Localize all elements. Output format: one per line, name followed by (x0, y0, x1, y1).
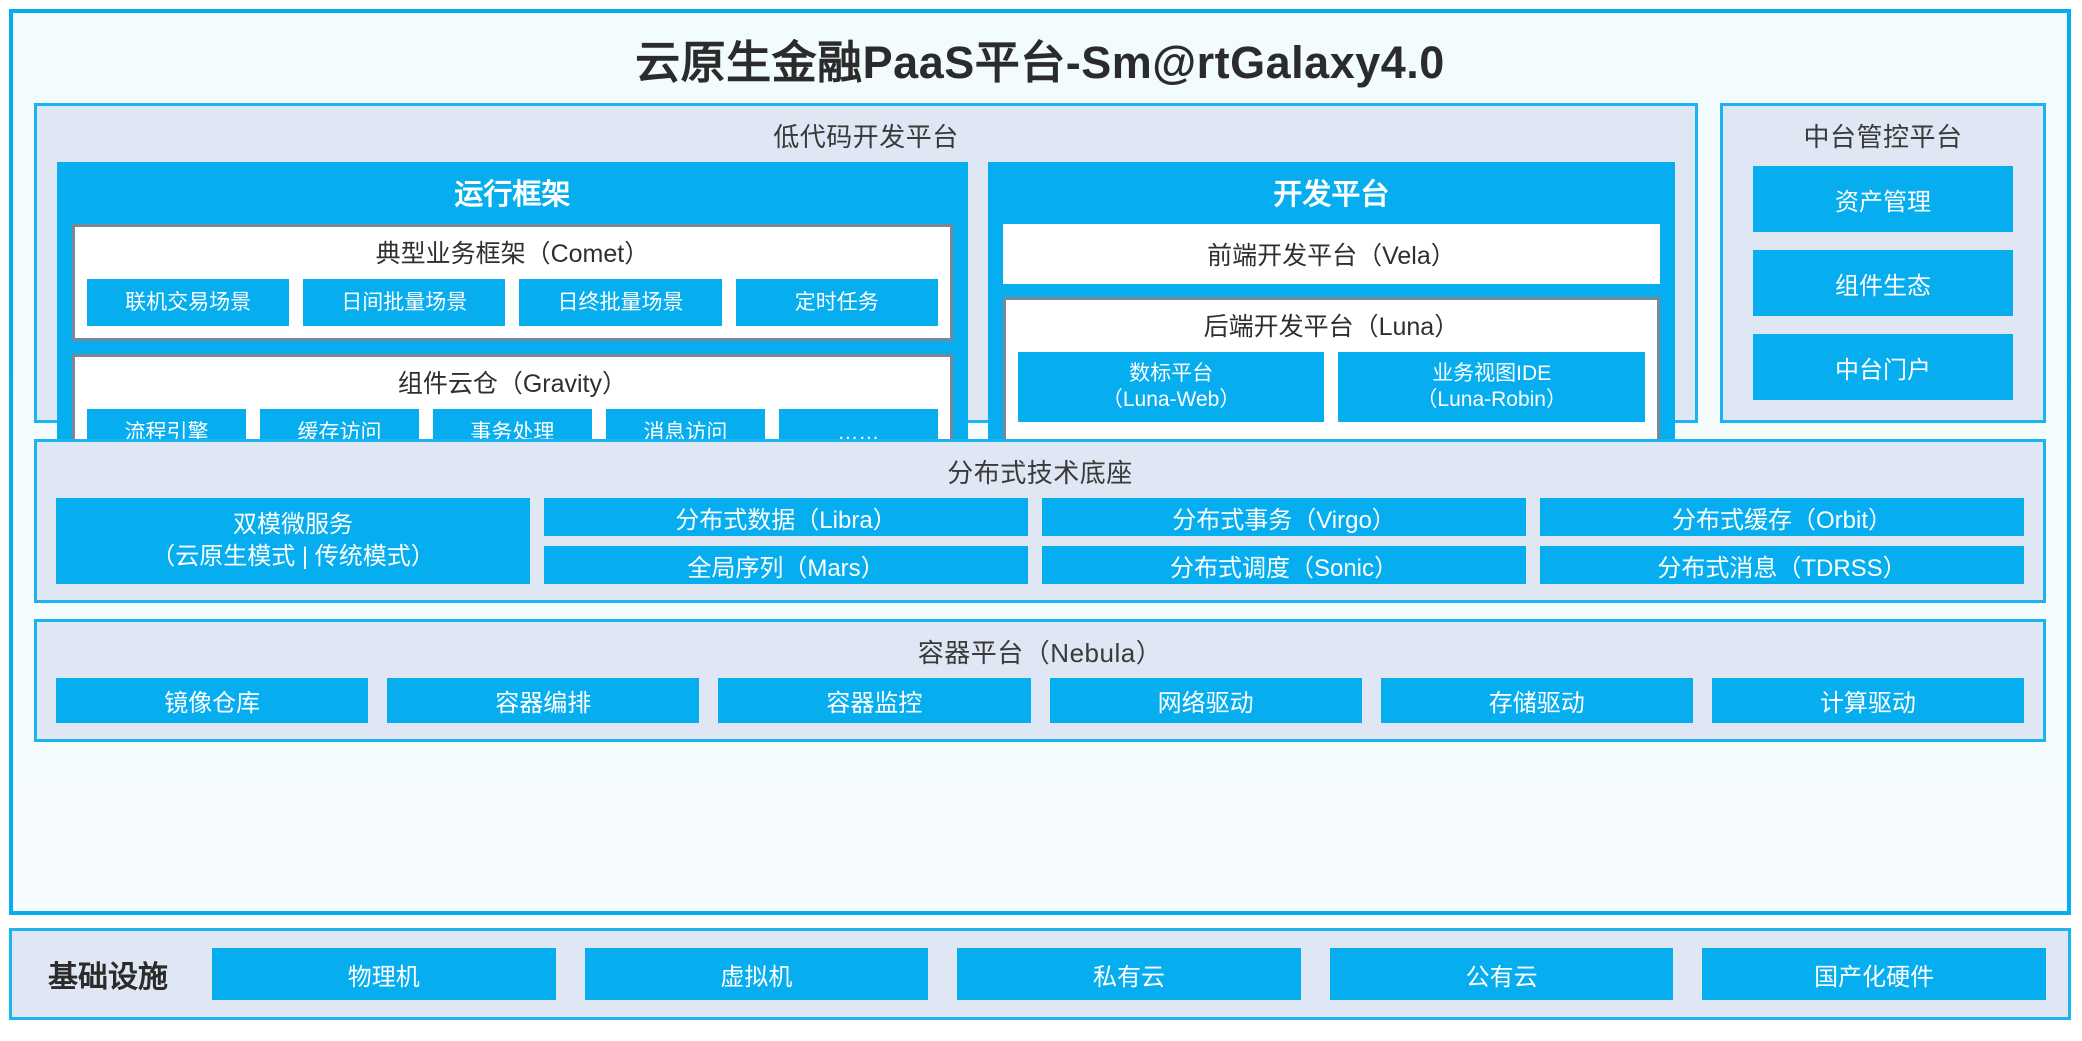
infrastructure-label: 基础设施 (48, 961, 168, 994)
comet-item[interactable]: 日终批量场景 (519, 279, 722, 326)
top-region: 低代码开发平台 运行框架 典型业务框架（Comet） 联机交易场景 日间批量场景 (34, 103, 2046, 486)
luna-item-web[interactable]: 数标平台 （Luna-Web） (1017, 352, 1325, 422)
container-item-storage-driver[interactable]: 存储驱动 (1380, 678, 1693, 723)
management-item-component[interactable]: 组件生态 (1753, 250, 2013, 316)
platform-main-box: 云原生金融PaaS平台-Sm@rtGalaxy4.0 低代码开发平台 运行框架 … (9, 9, 2071, 915)
comet-item[interactable]: 联机交易场景 (87, 279, 290, 326)
comet-item[interactable]: 日间批量场景 (303, 279, 506, 326)
runtime-framework-groups: 典型业务框架（Comet） 联机交易场景 日间批量场景 日终批量场景 定时任务 … (72, 224, 953, 471)
tech-cell-libra[interactable]: 分布式数据（Libra） (544, 498, 1028, 536)
lowcode-platform-body: 运行框架 典型业务框架（Comet） 联机交易场景 日间批量场景 日终批量场景 … (37, 162, 1695, 504)
tech-column-3: 分布式缓存（Orbit） 分布式消息（TDRSS） (1540, 498, 2024, 584)
comet-item-row: 联机交易场景 日间批量场景 日终批量场景 定时任务 (87, 279, 938, 326)
lowcode-platform-title: 低代码开发平台 (773, 122, 959, 152)
tech-base-title: 分布式技术底座 (947, 458, 1133, 488)
luna-item-row: 数标平台 （Luna-Web） 业务视图IDE （Luna-Robin） (1017, 352, 1645, 422)
runtime-framework-title: 运行框架 (454, 179, 571, 211)
development-platform-title: 开发平台 (1273, 179, 1390, 211)
luna-item-web-code: （Luna-Web） (1101, 388, 1241, 411)
dual-mode-line1: 双模微服务 (233, 510, 353, 538)
tech-cell-tdrss[interactable]: 分布式消息（TDRSS） (1540, 546, 2024, 584)
infrastructure-item-virtual[interactable]: 虚拟机 (584, 948, 929, 1000)
tech-column-1: 分布式数据（Libra） 全局序列（Mars） (544, 498, 1028, 584)
infrastructure-item-public-cloud[interactable]: 公有云 (1329, 948, 1674, 1000)
development-platform-card: 开发平台 前端开发平台（Vela） 后端开发平台（Luna） 数标平台 （Lun… (987, 162, 1675, 486)
luna-item-web-name: 数标平台 (1129, 361, 1214, 385)
container-platform-title: 容器平台（Nebula） (917, 638, 1163, 668)
management-item-portal[interactable]: 中台门户 (1753, 334, 2013, 400)
container-item-network-driver[interactable]: 网络驱动 (1049, 678, 1362, 723)
management-platform-items: 资产管理 组件生态 中台门户 (1723, 162, 2043, 420)
page-title: 云原生金融PaaS平台-Sm@rtGalaxy4.0 (635, 36, 1445, 88)
tech-base-panel: 分布式技术底座 双模微服务 （云原生模式 | 传统模式） 分布式数据（Libra… (34, 439, 2046, 603)
frontend-platform-vela[interactable]: 前端开发平台（Vela） (1002, 224, 1660, 284)
luna-item-robin-name: 业务视图IDE (1432, 361, 1552, 385)
luna-title: 后端开发平台（Luna） (1203, 313, 1460, 341)
gravity-title: 组件云仓（Gravity） (397, 370, 627, 398)
infrastructure-bar: 基础设施 物理机 虚拟机 私有云 公有云 国产化硬件 (9, 928, 2071, 1020)
lowcode-platform-panel: 低代码开发平台 运行框架 典型业务框架（Comet） 联机交易场景 日间批量场景 (34, 103, 1698, 486)
infrastructure-item-physical[interactable]: 物理机 (212, 948, 556, 1000)
infrastructure-item-domestic-hardware[interactable]: 国产化硬件 (1702, 948, 2046, 1000)
dual-mode-line2: （云原生模式 | 传统模式） (151, 543, 435, 570)
tech-base-body: 双模微服务 （云原生模式 | 传统模式） 分布式数据（Libra） 全局序列（M… (37, 498, 2043, 600)
container-item-monitoring[interactable]: 容器监控 (718, 678, 1031, 723)
container-platform-items: 镜像仓库 容器编排 容器监控 网络驱动 存储驱动 计算驱动 (37, 678, 2043, 739)
tech-cell-orbit[interactable]: 分布式缓存（Orbit） (1540, 498, 2024, 536)
infrastructure-item-private-cloud[interactable]: 私有云 (957, 948, 1301, 1000)
luna-item-robin[interactable]: 业务视图IDE （Luna-Robin） (1338, 352, 1645, 422)
tech-cell-virgo[interactable]: 分布式事务（Virgo） (1042, 498, 1526, 536)
tech-cell-sonic[interactable]: 分布式调度（Sonic） (1042, 546, 1526, 584)
container-item-compute-driver[interactable]: 计算驱动 (1711, 678, 2025, 723)
management-platform-panel: 中台管控平台 资产管理 组件生态 中台门户 (1720, 103, 2046, 423)
comet-group: 典型业务框架（Comet） 联机交易场景 日间批量场景 日终批量场景 定时任务 (72, 224, 953, 341)
container-item-orchestration[interactable]: 容器编排 (387, 678, 700, 723)
tech-column-2: 分布式事务（Virgo） 分布式调度（Sonic） (1042, 498, 1526, 584)
comet-item[interactable]: 定时任务 (735, 279, 938, 326)
container-platform-panel: 容器平台（Nebula） 镜像仓库 容器编排 容器监控 网络驱动 存储驱动 计算… (34, 619, 2046, 742)
dual-mode-microservice[interactable]: 双模微服务 （云原生模式 | 传统模式） (56, 498, 530, 584)
management-item-asset[interactable]: 资产管理 (1753, 166, 2013, 232)
luna-item-robin-code: （Luna-Robin） (1416, 388, 1567, 411)
tech-cell-mars[interactable]: 全局序列（Mars） (544, 546, 1028, 584)
container-item-registry[interactable]: 镜像仓库 (56, 678, 369, 723)
runtime-framework-card: 运行框架 典型业务框架（Comet） 联机交易场景 日间批量场景 日终批量场景 … (57, 162, 968, 486)
management-platform-title: 中台管控平台 (1803, 122, 1963, 152)
comet-title: 典型业务框架（Comet） (375, 240, 650, 268)
